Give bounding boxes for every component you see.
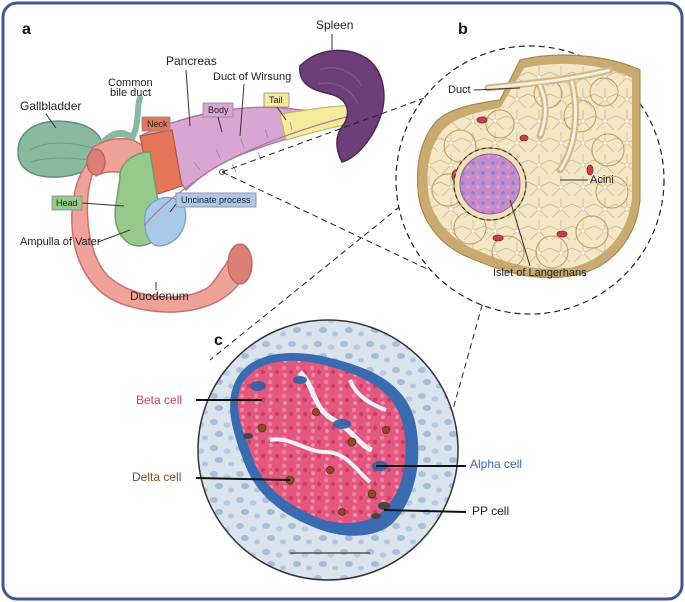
beta-cell-region	[237, 360, 406, 524]
acini-rosettes	[431, 77, 629, 269]
common-bile-duct-label-1: Common	[108, 77, 153, 89]
common-bile-duct-label-2: bile duct	[110, 87, 151, 99]
pancreas-label: Pancreas	[166, 54, 217, 68]
panel-c-circle	[197, 319, 459, 581]
uncinate-box	[175, 192, 257, 208]
connector-a-b-top	[221, 95, 431, 173]
body-label: Body	[208, 105, 229, 115]
connector-a-b-bottom	[221, 171, 441, 276]
neck-box	[141, 116, 171, 132]
duct-label: Duct	[448, 84, 471, 96]
uncinate-label: Uncinate process	[181, 195, 251, 205]
ampulla-label: Ampulla of Vater	[20, 236, 101, 248]
pp-cells	[243, 433, 390, 519]
spleen-label: Spleen	[316, 18, 353, 32]
beta-cell-label: Beta cell	[136, 393, 182, 407]
acini-label: Acini	[590, 174, 614, 186]
micrograph	[198, 320, 458, 580]
islet-shape	[459, 153, 521, 215]
panel-c-label: c	[214, 332, 223, 349]
alpha-cell-label: Alpha cell	[470, 457, 522, 471]
pp-cell-label: PP cell	[472, 504, 509, 518]
panel-b-label: b	[458, 21, 468, 38]
tail-box	[263, 92, 290, 108]
delta-cell-label: Delta cell	[132, 470, 181, 484]
islet-label: Islet of Langerhans	[493, 267, 587, 279]
uncinate-shape	[144, 196, 187, 247]
tail-label: Tail	[269, 95, 283, 105]
wirsung-duct-shape	[143, 115, 351, 227]
panel-a-label: a	[22, 21, 31, 38]
duct-of-wirsung-label: Duct of Wirsung	[213, 71, 291, 83]
gallbladder-label: Gallbladder	[20, 99, 81, 113]
spleen-shape	[299, 49, 385, 163]
head-label: Head	[56, 198, 78, 208]
neck-label: Neck	[147, 119, 168, 129]
duodenum-label: Duodenum	[130, 289, 189, 303]
